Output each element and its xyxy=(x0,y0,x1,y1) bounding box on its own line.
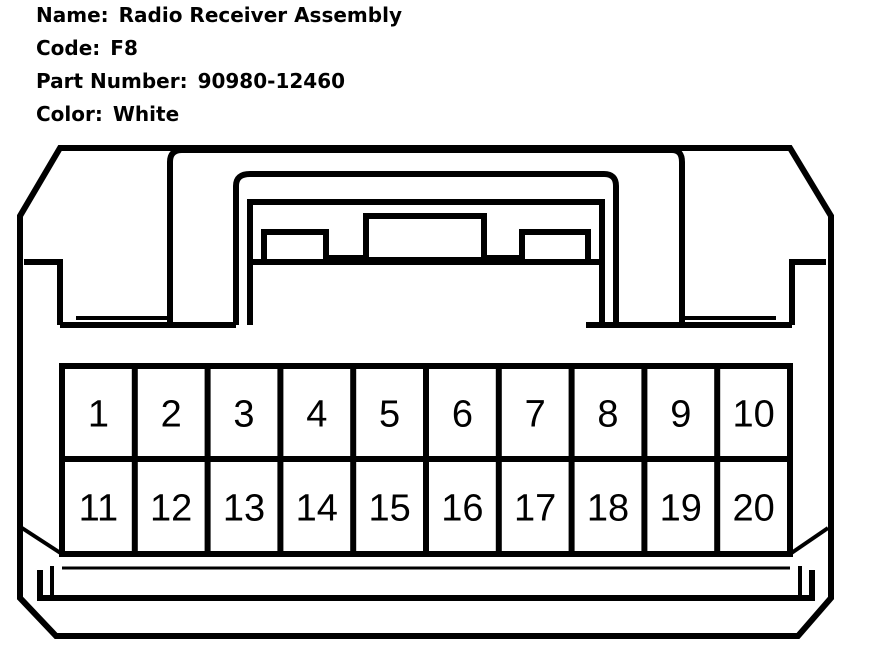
name-value: Radio Receiver Assembly xyxy=(118,3,402,27)
lock-body xyxy=(167,147,685,325)
pin-8-label: 8 xyxy=(597,394,618,436)
pin-17-label: 17 xyxy=(514,488,556,530)
latch-arm xyxy=(261,229,591,262)
pin-5-label: 5 xyxy=(379,394,400,436)
pin-13-label: 13 xyxy=(223,488,265,530)
pin-16-label: 16 xyxy=(441,488,483,530)
bottom-rail xyxy=(37,570,815,601)
pin-18-label: 18 xyxy=(587,488,629,530)
pin-12-label: 12 xyxy=(150,488,192,530)
pin-3-label: 3 xyxy=(233,394,254,436)
name-label: Name: xyxy=(36,3,109,27)
pin-1-label: 1 xyxy=(88,394,109,436)
pin-10-label: 10 xyxy=(732,394,774,436)
part-number-row: Part Number: 90980-12460 xyxy=(36,66,636,99)
pin-19-label: 19 xyxy=(660,488,702,530)
housing-inner-right xyxy=(789,259,826,325)
corner-right xyxy=(788,526,830,556)
pin-15-label: 15 xyxy=(368,488,410,530)
pin-9-label: 9 xyxy=(670,394,691,436)
name-row: Name: Radio Receiver Assembly xyxy=(36,0,636,33)
pin-11-label: 11 xyxy=(79,488,118,530)
bottom-rail-inner xyxy=(50,566,802,598)
latch-frame-outer xyxy=(233,171,619,325)
latch-tab xyxy=(363,213,487,263)
pin-14-label: 14 xyxy=(296,488,338,530)
pin-20-label: 20 xyxy=(732,488,774,530)
code-label: Code: xyxy=(36,36,101,60)
pin-6-label: 6 xyxy=(452,394,473,436)
color-value: White xyxy=(112,102,180,126)
part-number-value: 90980-12460 xyxy=(197,69,346,93)
color-row: Color: White xyxy=(36,99,636,132)
pin-4-label: 4 xyxy=(306,394,327,436)
corner-left xyxy=(20,526,64,556)
code-value: F8 xyxy=(110,36,138,60)
connector-info: Name: Radio Receiver Assembly Code: F8 Par… xyxy=(36,0,636,132)
color-label: Color: xyxy=(36,102,103,126)
code-row: Code: F8 xyxy=(36,33,636,66)
part-number-label: Part Number: xyxy=(36,69,188,93)
pin-2-label: 2 xyxy=(161,394,182,436)
housing-inner-left xyxy=(24,259,63,325)
housing-outline xyxy=(17,145,834,639)
pin-7-label: 7 xyxy=(525,394,546,436)
